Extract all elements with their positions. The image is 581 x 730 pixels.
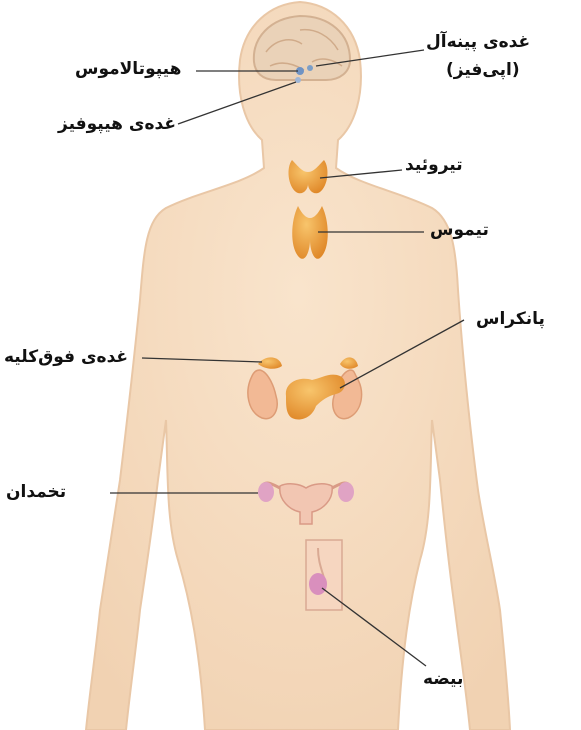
pineal-label-line1: غده‌ی پینه‌آل [426, 31, 530, 53]
thyroid-label: تیروئید [405, 154, 463, 176]
testis-label: بیضه [423, 668, 463, 690]
right-ovary [338, 482, 354, 502]
adrenal-label: غده‌ی فوق‌کلیه [4, 346, 128, 368]
left-ovary [258, 482, 274, 502]
pineal-gland [307, 65, 313, 71]
ovary-label: تخمدان [6, 481, 66, 503]
body-silhouette [86, 2, 510, 730]
testis [309, 573, 327, 595]
thymus-label: تیموس [430, 219, 489, 241]
pituitary-label: غده‌ی هیپوفیز [58, 113, 176, 135]
hypothalamus-label: هیپوتالاموس [75, 58, 181, 80]
pineal-label-line2: (اپی‌فیز) [446, 59, 520, 81]
pancreas-label: پانکراس [476, 308, 545, 330]
